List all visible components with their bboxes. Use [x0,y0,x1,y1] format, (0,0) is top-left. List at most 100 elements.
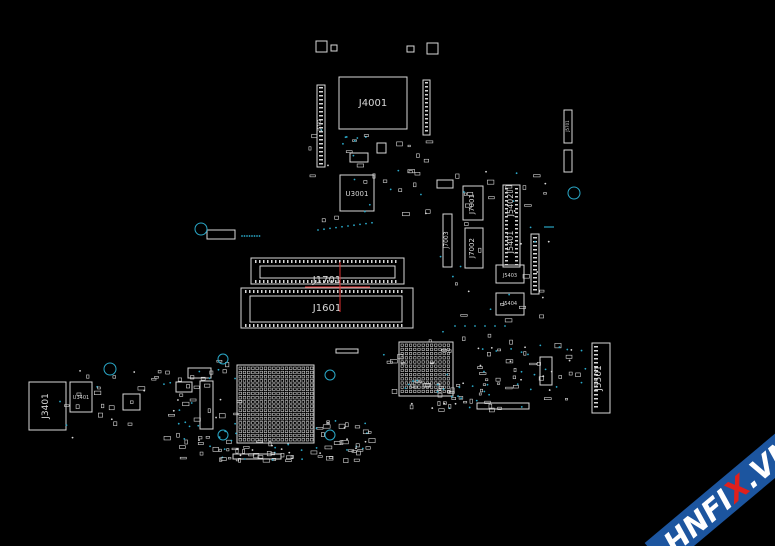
pad [305,324,307,327]
pad [383,280,385,283]
via [524,346,526,349]
via [436,383,439,386]
pad [251,391,255,396]
via [520,242,522,245]
via [420,193,422,196]
pad [421,347,425,351]
pad [407,169,415,174]
pad [519,305,526,309]
via [323,228,325,231]
pad [369,324,371,327]
pad [417,360,421,364]
connector-j5701[interactable] [563,109,573,144]
pad [259,433,263,438]
via [555,386,558,388]
pad [247,438,251,442]
connector-j4001-left-strip[interactable] [316,84,326,168]
label-j3401: J3401 [41,393,51,420]
via [361,447,364,450]
pad [310,425,314,429]
connector-j3401[interactable] [28,381,67,431]
pad [434,381,438,385]
pad [451,397,457,400]
component-outline[interactable] [530,233,540,295]
pad [434,364,438,368]
via [516,383,519,386]
pad [509,339,513,345]
pad [438,368,442,372]
pad [430,377,434,381]
pad [460,314,468,317]
chip-bga-left[interactable] [236,364,315,444]
component-outline[interactable] [426,42,439,55]
component-outline[interactable] [349,152,369,163]
pad [272,366,276,370]
pad [295,260,297,263]
pad [263,383,268,387]
pad [251,425,255,429]
connector-j7002[interactable] [464,227,484,269]
fiducial [217,353,229,365]
component-outline[interactable] [436,179,454,189]
pad [113,421,118,426]
pad [263,421,268,425]
pad [301,290,303,293]
chip-u3401[interactable] [69,381,93,413]
pad [245,324,247,327]
pad [319,147,323,149]
pad [442,352,446,356]
pad [289,379,293,383]
pad [359,280,361,283]
pad [404,364,408,368]
pad [272,396,276,400]
slot-j1701[interactable] [250,257,405,285]
pad [257,455,264,459]
pad [269,290,271,293]
pad [284,366,289,370]
pad [255,421,259,425]
pad [319,107,323,109]
component-outline[interactable] [330,44,338,52]
component-outline[interactable] [187,367,212,379]
connector-j5402[interactable] [502,184,521,268]
pad [422,383,430,388]
via [488,393,491,396]
connector-j4001[interactable] [338,76,408,130]
connector-j7003[interactable] [442,213,453,268]
connector-j5501[interactable] [591,342,611,414]
via [143,389,146,392]
pad [262,458,271,463]
pad [263,396,268,400]
connector-j7001[interactable] [462,185,484,221]
via [439,255,442,258]
chip-u3001[interactable] [339,174,375,212]
chip-bga-center[interactable] [398,341,454,397]
pad [515,208,518,210]
component-outline[interactable] [335,348,359,354]
component-outline[interactable] [376,142,387,154]
component-outline[interactable] [175,381,193,393]
connector-j5404[interactable] [495,292,525,316]
pad [310,383,314,387]
pad [251,438,255,442]
pad [293,387,297,391]
pad [409,368,413,372]
component-outline[interactable] [406,45,415,53]
pad [430,368,434,372]
via [243,235,246,237]
component-outline[interactable] [563,149,573,173]
component-outline[interactable] [122,393,141,411]
component-outline[interactable] [199,380,214,430]
pad [343,260,345,263]
connector-j5403[interactable] [495,264,525,284]
slot-j1601[interactable] [240,287,414,329]
component-outline[interactable] [206,229,236,240]
connector-j4001-right-strip[interactable] [422,79,431,136]
via [513,210,516,212]
pad [379,280,381,283]
pad [425,114,428,116]
component-outline[interactable] [315,40,328,53]
pad [253,290,255,293]
pad [305,370,310,375]
component-outline[interactable] [476,402,530,410]
